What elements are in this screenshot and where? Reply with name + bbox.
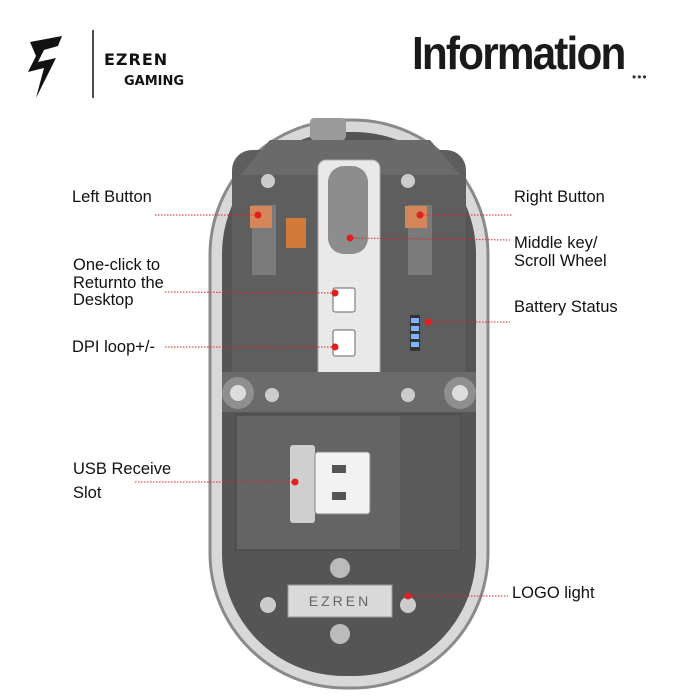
- label-right-button: Right Button: [514, 188, 605, 206]
- usb-receiver-icon: [290, 445, 371, 523]
- logo-plate-text: EZREN: [309, 593, 371, 609]
- lightning-bolt-logo: [28, 36, 62, 98]
- logo-light-plate: [287, 584, 393, 618]
- mouse-body: [208, 118, 490, 690]
- brand-subtitle: GAMING: [124, 74, 185, 89]
- ellipsis-icon: •••: [632, 70, 648, 84]
- label-left-button: Left Button: [72, 188, 152, 206]
- page-title: Information: [412, 27, 626, 79]
- label-battery-status: Battery Status: [514, 298, 618, 316]
- label-logo-light: LOGO light: [512, 584, 595, 602]
- label-usb-slot: USB Receive Slot: [73, 460, 172, 502]
- callout-lines: [135, 214, 512, 597]
- label-one-click-desktop: One-click to Returnto the Desktop: [73, 256, 164, 309]
- label-middle-key: Middle key/ Scroll Wheel: [514, 234, 607, 270]
- callout-dots: [254, 211, 432, 600]
- label-dpi-loop: DPI loop+/-: [72, 338, 155, 356]
- brand-name: EZREN: [104, 50, 169, 69]
